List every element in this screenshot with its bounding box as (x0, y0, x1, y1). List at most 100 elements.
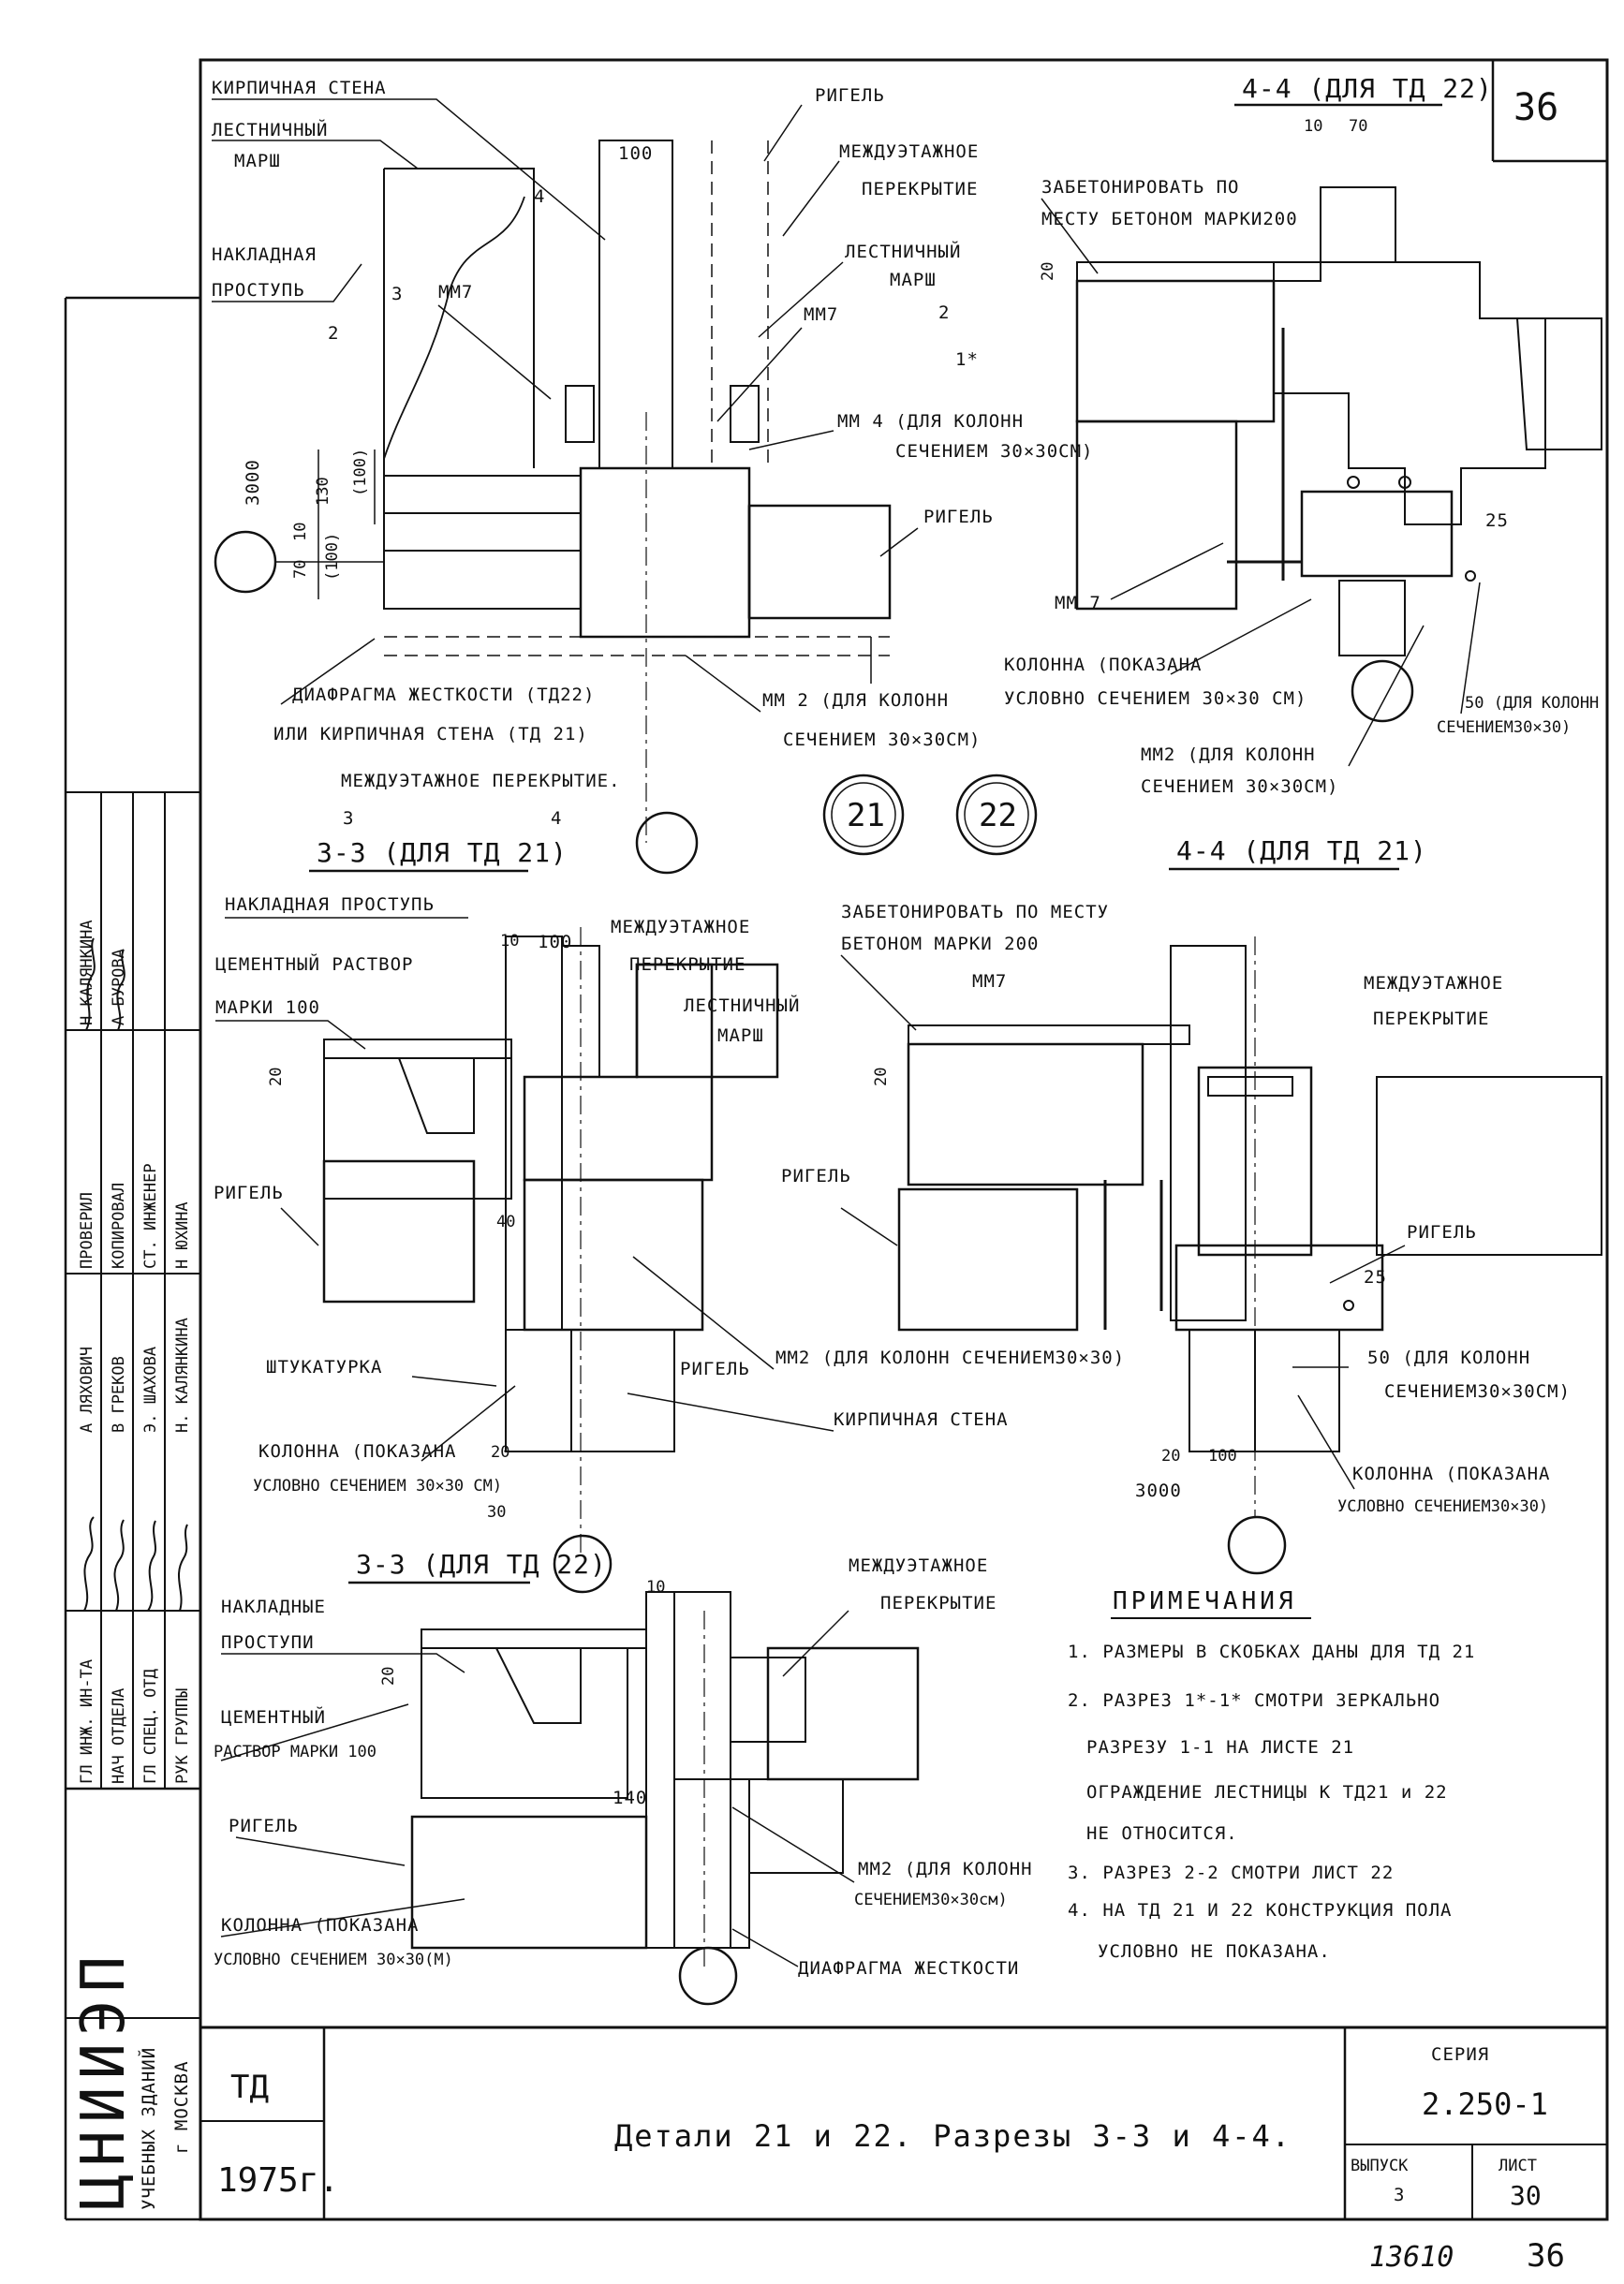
section-33-td22-title: 3-3 (ДЛЯ ТД 22) (356, 1549, 607, 1580)
detail-21-label: 21 (847, 797, 885, 834)
issue-label: ВЫПУСК (1351, 2157, 1409, 2175)
detail-22-inner (964, 782, 1029, 847)
section-44-td22 (1075, 186, 1602, 723)
staff-role-1: ГЛ ИНЖ. ИН-ТА (78, 1659, 96, 1784)
label-d50-c: 50 (ДЛЯ КОЛОНН (1367, 1348, 1530, 1368)
label-column-2: УСЛОВНО СЕЧЕНИЕМ 30×30 СМ) (1004, 688, 1307, 709)
sheet-frame (64, 58, 1609, 2221)
label-floor-c-2: ПЕРЕКРЫТИЕ (1373, 1009, 1489, 1029)
section-33-td21-labels: 3 4 НАКЛАДНАЯ ПРОСТУПЬ ЦЕМЕНТНЫЙ РАСТВОР… (214, 808, 1125, 1522)
label-cement-2: МАРКИ 100 (215, 997, 320, 1018)
dim-70-top: 70 (1349, 117, 1367, 136)
label-mm2-low-2: СЕЧЕНИЕМ30×30см) (854, 1891, 1008, 1909)
elevation-detail (214, 140, 892, 875)
detail-21-inner (831, 782, 896, 847)
label-diaphragm-2: ДИАФРАГМА ЖЕСТКОСТИ (798, 1958, 1019, 1979)
label-rigel: РИГЕЛЬ (815, 85, 885, 106)
label-stair-b: ЛЕСТНИЧНЫЙ (684, 995, 800, 1016)
bottom-number: 36 (1527, 2237, 1565, 2275)
section-33-td21 (322, 927, 779, 1594)
sheet-title: Детали 21 и 22. Разрезы 3-3 и 4-4. (614, 2118, 1292, 2154)
label-column-d: КОЛОННА (ПОКАЗАНА (221, 1915, 419, 1936)
dim-10-b: 10 (500, 932, 519, 950)
label-concrete-b-2: БЕТОНОМ МАРКИ 200 (841, 934, 1039, 954)
dim-10: 10 (291, 523, 310, 541)
dim-2: 2 (328, 323, 339, 344)
dim-100-paren: (100) (351, 449, 370, 496)
label-mm2-2: СЕЧЕНИЕМ 30×30СМ) (783, 729, 981, 750)
org-sub1: УЧЕБНЫХ ЗДАНИЙ (138, 2047, 159, 2210)
dim-100-paren-2: (100) (323, 533, 342, 581)
note-2b: РАЗРЕЗУ 1-1 НА ЛИСТЕ 21 (1086, 1737, 1354, 1758)
label-floor-line: МЕЖДУЭТАЖНОЕ ПЕРЕКРЫТИЕ. (341, 771, 621, 791)
note-4a: 4. НА ТД 21 И 22 КОНСТРУКЦИЯ ПОЛА (1068, 1900, 1453, 1921)
label-floor-slab: МЕЖДУЭТАЖНОЕ (839, 141, 979, 162)
org-name: ЦНИИЭП (69, 1949, 139, 2210)
label-rigel-4: РИГЕЛЬ (680, 1359, 750, 1379)
sheet-label: ЛИСТ (1499, 2157, 1537, 2175)
staff-role-4: РУК ГРУППЫ (173, 1688, 192, 1784)
label-rigel-2: РИГЕЛЬ (923, 507, 994, 527)
staff-name-5: Н ЮХИНА (173, 1201, 192, 1269)
dim-3000-b: 3000 (1135, 1481, 1182, 1501)
sheet-number: 30 (1510, 2180, 1542, 2211)
dim-1-star: 1* (955, 349, 979, 370)
label-cement: ЦЕМЕНТНЫЙ РАСТВОР (215, 953, 413, 975)
staff-role-2: НАЧ ОТДЕЛА (110, 1688, 128, 1784)
dim-100: 100 (618, 143, 653, 164)
label-brick-wall: КИРПИЧНАЯ СТЕНА (212, 78, 387, 98)
detail-21-circle (822, 774, 905, 856)
label-floor-b-2: ПЕРЕКРЫТИЕ (629, 954, 746, 975)
label-overlay-steps: НАКЛАДНЫЕ (221, 1597, 326, 1617)
label-cement-c: ЦЕМЕНТНЫЙ (221, 1706, 326, 1728)
label-mm2-top: ММ2 (ДЛЯ КОЛОНН (1141, 744, 1316, 765)
dim-3000: 3000 (243, 459, 263, 506)
label-mm2-low: ММ2 (ДЛЯ КОЛОНН (858, 1859, 1033, 1879)
label-diaphragm: ДИАФРАГМА ЖЕСТКОСТИ (ТД22) (292, 685, 595, 705)
label-stair-b-2: МАРШ (717, 1025, 764, 1046)
label-overlay-steps-2: ПРОСТУПИ (221, 1632, 315, 1653)
label-floor-d-2: ПЕРЕКРЫТИЕ (880, 1593, 997, 1614)
title-block (200, 2026, 1607, 2219)
series-label: СЕРИЯ (1431, 2044, 1489, 2065)
dim-40: 40 (496, 1213, 515, 1231)
issue-value: 3 (1394, 2185, 1405, 2205)
label-overlay-step-2: ПРОСТУПЬ (212, 280, 305, 301)
label-stair-flight-2: МАРШ (234, 151, 281, 171)
label-mm2-mid: ММ2 (ДЛЯ КОЛОНН СЕЧЕНИЕМ30×30) (775, 1348, 1125, 1368)
series-value: 2.250-1 (1422, 2086, 1548, 2122)
detail-22-label: 22 (979, 797, 1017, 834)
note-4b: УСЛОВНО НЕ ПОКАЗАНА. (1098, 1941, 1331, 1962)
section-44-td22-title: 4-4 (ДЛЯ ТД 22) (1242, 73, 1493, 104)
dim-2-star: 2 (938, 302, 950, 323)
corner-number: 36 (1513, 86, 1558, 129)
label-or-brick: ИЛИ КИРПИЧНАЯ СТЕНА (ТД 21) (273, 724, 588, 744)
section-44-td21-title: 4-4 (ДЛЯ ТД 21) (1176, 835, 1427, 866)
dim-140: 140 (613, 1788, 647, 1808)
dim-10-c: 10 (646, 1578, 665, 1597)
dim-20: 20 (1039, 262, 1057, 281)
label-column: КОЛОННА (ПОКАЗАНА (1004, 655, 1202, 675)
dim-10-top: 10 (1304, 117, 1322, 136)
dim-3: 3 (391, 284, 403, 304)
title-td: ТД (230, 2069, 269, 2106)
dim-4: 4 (534, 186, 545, 207)
note-2d: НЕ ОТНОСИТСЯ. (1086, 1823, 1238, 1844)
elevation-labels: КИРПИЧНАЯ СТЕНА ЛЕСТНИЧНЫЙ МАРШ НАКЛАДНА… (212, 78, 1092, 791)
bottom-stamp: 13610 (1369, 2241, 1454, 2274)
label-d50-c-2: СЕЧЕНИЕМ30×30СМ) (1384, 1381, 1571, 1402)
label-floor-b: МЕЖДУЭТАЖНОЕ (611, 917, 750, 937)
elevation-dims: 100 4 3 2 2 1* 3000 130 (100) 10 70 (100… (243, 143, 979, 599)
label-brick-wall-2: КИРПИЧНАЯ СТЕНА (834, 1409, 1009, 1430)
label-overlay-step: НАКЛАДНАЯ (212, 244, 317, 265)
staff-roles: ГЛ ИНЖ. ИН-ТА НАЧ ОТДЕЛА ГЛ СПЕЦ. ОТД РУ… (78, 920, 192, 1784)
dim-25: 25 (1485, 510, 1509, 531)
signatures (83, 937, 188, 1612)
staff-name-4: Н. КАЛЯНКИНА (173, 1318, 192, 1433)
label-stair-mid: ЛЕСТНИЧНЫЙ (845, 241, 961, 262)
dim-3-b: 3 (343, 808, 354, 829)
label-floor-slab-2: ПЕРЕКРЫТИЕ (862, 179, 978, 199)
section-33-td22-labels: НАКЛАДНЫЕ ПРОСТУПИ 10 20 ЦЕМЕНТНЫЙ РАСТВ… (214, 1555, 1033, 1979)
note-3: 3. РАЗРЕЗ 2-2 СМОТРИ ЛИСТ 22 (1068, 1863, 1394, 1883)
